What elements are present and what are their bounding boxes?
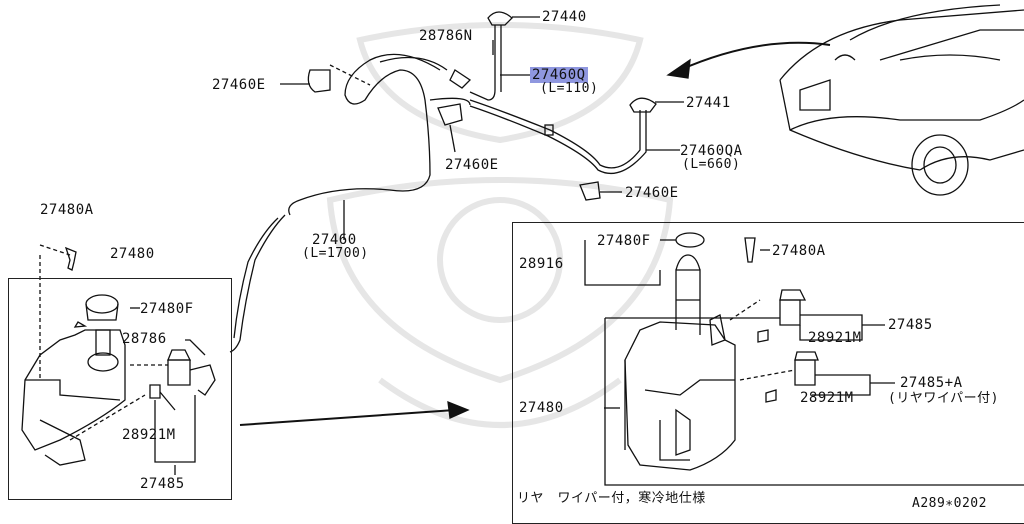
right-tank-drawing [584,232,1024,486]
label-27485A: 27485+A [900,375,963,391]
label-27480A-left: 27480A [40,202,94,218]
label-27460: 27460 [312,232,357,248]
right-tank-frame [512,222,1024,524]
label-27441: 27441 [686,95,731,111]
footer-note: リヤ ワイパー付，寒冷地仕様 [517,491,706,506]
label-27460E-a: 27460E [212,77,266,93]
highlight-27460Q: 27460Q [530,67,588,83]
label-28916: 28916 [519,256,564,272]
label-28921M-right-1: 28921M [808,330,862,346]
label-27485-right: 27485 [888,317,933,333]
label-27480-right: 27480 [519,400,564,416]
label-27460E-b: 27460E [445,157,499,173]
label-27440: 27440 [542,9,587,25]
label-27480-left: 27480 [110,246,155,262]
label-27460E-c: 27460E [625,185,679,201]
label-27480A-right: 27480A [772,243,826,259]
label-28921M-left: 28921M [122,427,176,443]
label-28786: 28786 [122,331,167,347]
label-28921M-right-2: 28921M [800,390,854,406]
label-27485-left: 27485 [140,476,185,492]
label-27480F-left: 27480F [140,301,194,317]
left-tank-drawing [21,244,216,475]
watermark-emblem [326,22,674,428]
parts-diagram: 27440 28786N 27460E 27460Q (L=110) 27441… [8,4,1024,524]
label-27460-length: (L=1700) [302,246,369,261]
footer-code: A289∗0202 [912,496,987,511]
label-27460Q: 27460Q [530,67,588,83]
label-27485A-note: (リヤワイパー付) [888,391,999,406]
diagram-drawing [21,4,1024,486]
left-tank-frame [8,278,232,500]
label-27460Q-length: (L=110) [540,81,599,96]
label-28786N: 28786N [419,28,473,44]
label-27460QA-length: (L=660) [682,157,741,172]
label-27480F-right: 27480F [597,233,651,249]
car-illustration [779,4,1024,196]
label-27460QA: 27460QA [680,143,743,159]
